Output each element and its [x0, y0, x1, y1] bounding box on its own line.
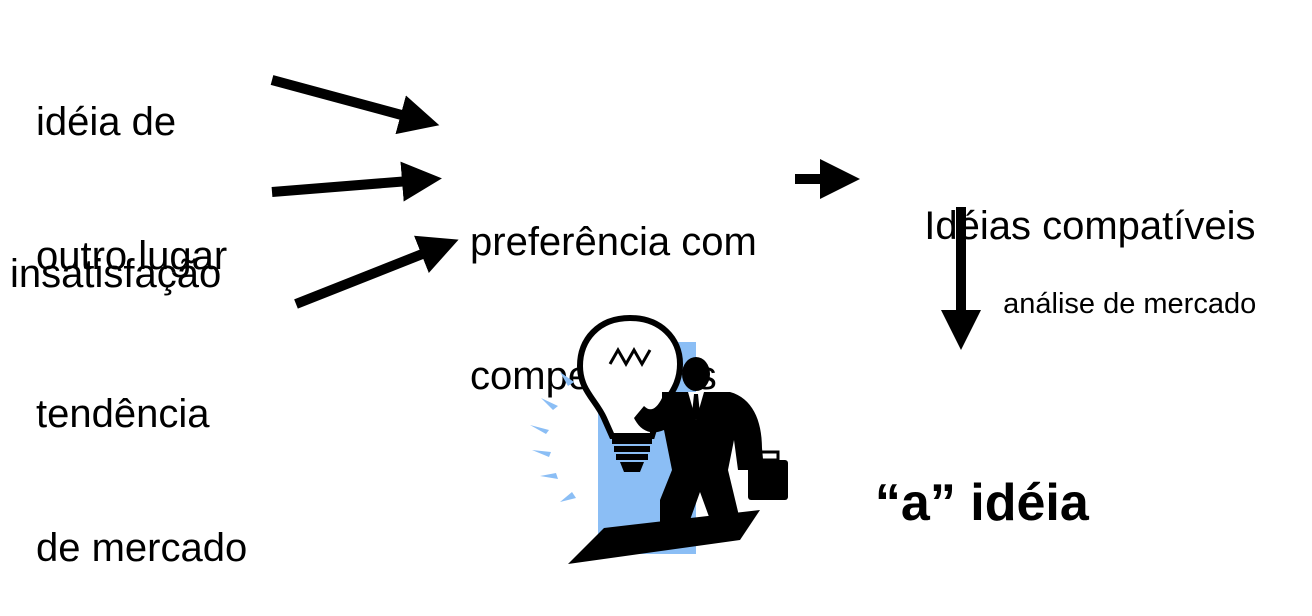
ramp	[568, 510, 760, 564]
market-analysis-text: análise de mercado	[1003, 288, 1257, 321]
arrow-dissatisfaction-to-preference	[271, 161, 442, 202]
source-trend-line-2: de mercado	[36, 525, 248, 570]
businessman-lightbulb-icon	[530, 314, 788, 564]
source-idea-elsewhere: idéia de outro lugar	[36, 10, 227, 324]
compatible-ideas-label: Idéias compatíveis	[924, 203, 1256, 248]
compatible-ideas-node: Idéias compatíveis	[902, 159, 1256, 249]
source-market-trend: tendência de mercado	[36, 302, 247, 616]
source-idea-line-1: idéia de	[36, 99, 177, 144]
preference-line-1: preferência com	[470, 219, 757, 264]
arrow-idea-to-preference	[270, 75, 440, 135]
source-trend-line-1: tendência	[36, 391, 210, 436]
source-idea-line-2: outro lugar	[36, 233, 228, 278]
market-analysis-label: análise de mercado	[987, 256, 1256, 321]
the-idea-text: “a” idéia	[874, 474, 1089, 533]
source-dissatisfaction: insatisfação	[10, 162, 221, 341]
source-dissatisfaction-line-1: insatisfação	[10, 251, 222, 296]
light-rays-icon	[530, 372, 576, 502]
the-idea-result: “a” idéia	[846, 416, 1089, 532]
arrows-layer	[270, 75, 981, 350]
arrow-trend-to-preference	[294, 235, 459, 309]
lightbulb-icon	[576, 314, 684, 472]
